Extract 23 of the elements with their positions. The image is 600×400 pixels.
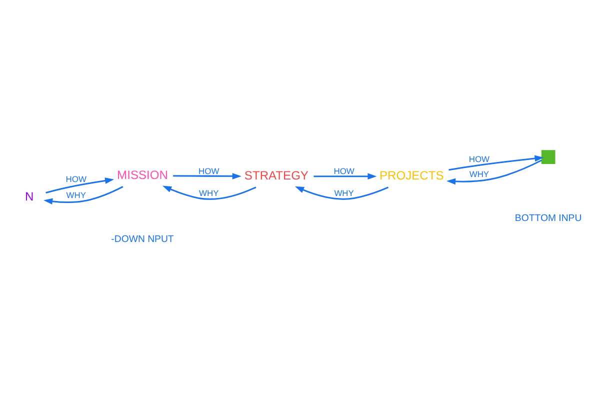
label: BOTTOM INPU: [514, 212, 582, 224]
arrow: [314, 172, 377, 180]
arrow: [162, 185, 256, 200]
arrow: [446, 159, 542, 184]
edge-label: HOW: [198, 166, 220, 176]
label: -DOWN NPUT: [111, 234, 174, 245]
arrow: [46, 177, 114, 194]
edge-label: WHY: [66, 190, 86, 200]
edge-label: WHY: [469, 168, 490, 179]
arrow: [173, 172, 242, 179]
edge-label: HOW: [66, 173, 86, 184]
arrow: [44, 186, 124, 204]
arrow: [294, 186, 389, 200]
arrow: [448, 154, 544, 170]
edge-label: WHY: [199, 187, 219, 198]
node-text: STRATEGY: [244, 168, 308, 182]
edge-label: HOW: [468, 154, 490, 164]
node-text: MISSION: [117, 167, 168, 182]
node-text: PROJECTS: [380, 168, 444, 182]
node-box: [541, 150, 556, 164]
edge-label: HOW: [334, 166, 354, 176]
node-text: N: [25, 189, 34, 203]
edge-label: WHY: [334, 187, 354, 198]
